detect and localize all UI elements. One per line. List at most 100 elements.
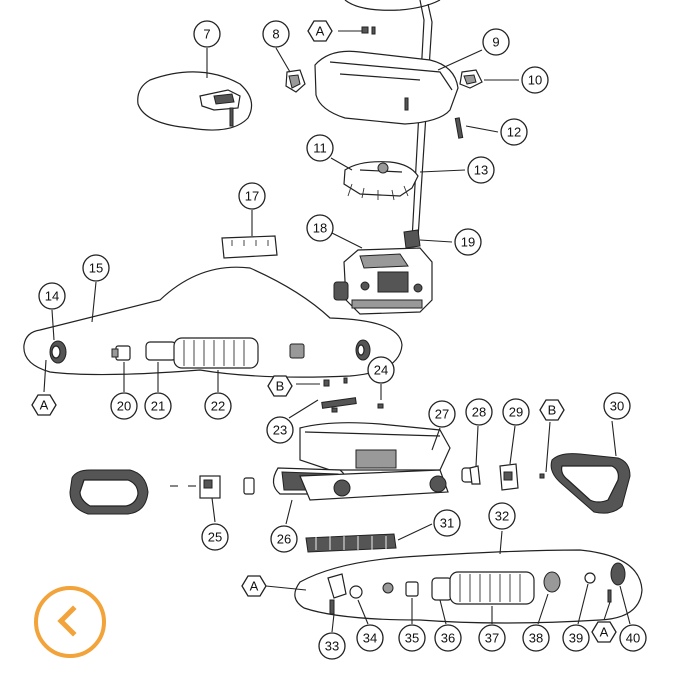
svg-text:36: 36 [441,631,455,646]
rear-brush-group [294,549,643,624]
callout-29: 29 [502,398,530,426]
svg-text:34: 34 [363,631,377,646]
callout-15: 15 [82,254,110,282]
callout-9: 9 [482,28,510,56]
callout-22: 22 [204,392,232,420]
part-31 [305,533,397,553]
marker-a-top: A [307,20,333,42]
svg-text:31: 31 [440,516,454,531]
callout-10: 10 [521,66,549,94]
marker-b-right: B [539,399,565,421]
callout-11: 11 [306,134,334,162]
callout-20: 20 [110,392,138,420]
svg-text:32: 32 [495,509,509,524]
part-28-29 [469,463,545,491]
svg-text:39: 39 [569,631,583,646]
svg-text:37: 37 [485,631,499,646]
svg-text:38: 38 [529,631,543,646]
callout-33: 33 [318,632,346,660]
part-11-13-assembly [343,161,419,201]
marker-a-bottom-right: A [591,621,617,643]
marker-a-bottom-left: A [241,575,267,597]
svg-text:18: 18 [313,221,327,236]
top-cover-assembly [285,0,483,241]
svg-text:22: 22 [211,399,225,414]
svg-text:27: 27 [435,407,449,422]
marker-b-mid: B [267,375,293,397]
svg-text:29: 29 [509,405,523,420]
svg-text:A: A [40,398,49,413]
callout-21: 21 [144,392,172,420]
callout-25: 25 [201,523,229,551]
part-30-track-belt [550,453,631,514]
callout-40: 40 [619,624,647,652]
brush-37-hatch [459,574,521,602]
chevron-left-icon [57,605,89,637]
svg-text:B: B [548,403,557,418]
svg-text:17: 17 [245,189,259,204]
svg-text:19: 19 [461,235,475,250]
back-button[interactable] [34,586,106,658]
callout-19: 19 [454,228,482,256]
svg-text:10: 10 [528,73,542,88]
svg-text:33: 33 [325,639,339,654]
part-17 [221,235,278,259]
callout-8: 8 [262,20,290,48]
svg-text:30: 30 [610,399,624,414]
callout-35: 35 [398,624,426,652]
svg-text:11: 11 [313,141,327,156]
svg-text:B: B [276,379,285,394]
marker-a-left: A [31,394,57,416]
svg-text:26: 26 [277,532,291,547]
svg-text:24: 24 [374,363,388,378]
callout-7: 7 [193,20,221,48]
part-10 [459,69,483,89]
part-23-24 [296,377,384,413]
callout-38: 38 [522,624,550,652]
svg-text:8: 8 [272,27,279,42]
callout-14: 14 [38,282,66,310]
callout-39: 39 [562,624,590,652]
callout-26: 26 [270,525,298,553]
svg-text:40: 40 [626,631,640,646]
callout-37: 37 [478,624,506,652]
svg-text:13: 13 [474,163,488,178]
callout-31: 31 [433,509,461,537]
svg-text:28: 28 [472,405,486,420]
svg-text:A: A [250,579,259,594]
callout-18: 18 [306,214,334,242]
callout-23: 23 [266,416,294,444]
callout-28: 28 [465,398,493,426]
part-8 [285,69,306,93]
front-brush-group [23,266,403,378]
svg-text:23: 23 [273,423,287,438]
svg-text:A: A [316,24,325,39]
part-25 [170,475,255,499]
callout-32: 32 [488,502,516,530]
svg-text:25: 25 [208,530,222,545]
brush-22-hatch [183,340,245,366]
svg-text:15: 15 [89,261,103,276]
svg-text:12: 12 [507,125,521,140]
leader-lines [43,47,631,633]
svg-text:9: 9 [492,35,499,50]
left-track-belt [69,469,149,515]
callout-12: 12 [500,118,528,146]
callout-36: 36 [434,624,462,652]
callout-24: 24 [367,356,395,384]
callout-13: 13 [467,156,495,184]
svg-text:A: A [600,625,609,640]
callout-17: 17 [238,182,266,210]
callout-27: 27 [428,400,456,428]
svg-text:35: 35 [405,631,419,646]
svg-text:20: 20 [117,399,131,414]
part-7-detail [137,71,253,131]
svg-text:14: 14 [45,289,59,304]
callout-30: 30 [603,392,631,420]
chassis-26 [272,422,475,501]
svg-text:21: 21 [151,399,165,414]
svg-text:7: 7 [203,27,210,42]
part-18-motor-unit [333,229,433,315]
callout-34: 34 [356,624,384,652]
